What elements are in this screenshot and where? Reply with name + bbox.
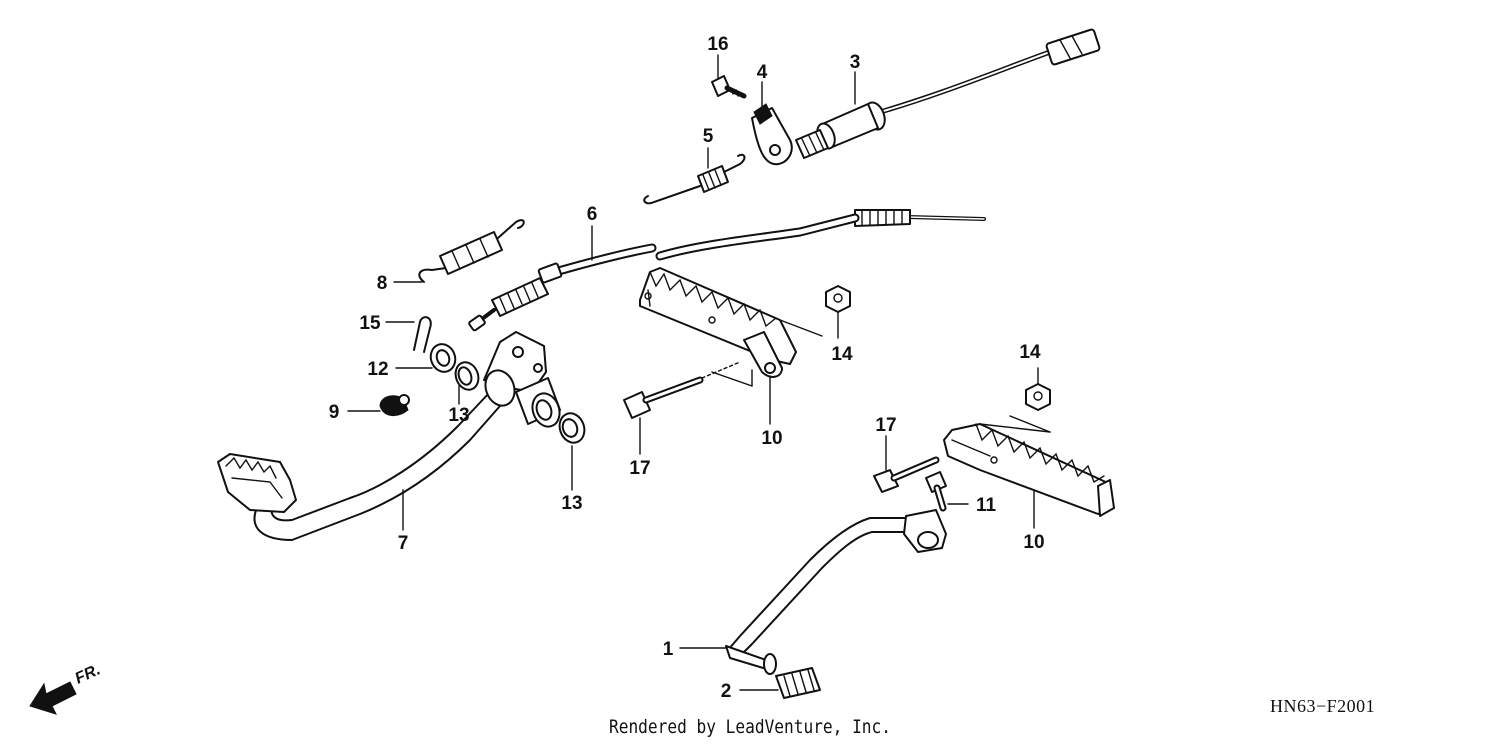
callout-17-left: 17 — [629, 458, 650, 479]
callout-8: 8 — [377, 273, 388, 294]
callout-14-left: 14 — [831, 344, 853, 365]
front-direction-arrow-icon: FR. — [29, 661, 104, 715]
cotter-pin-part-15 — [413, 316, 432, 353]
bolt-part-17-right — [873, 456, 940, 493]
shift-pedal-part-1 — [725, 509, 947, 675]
nut-part-14-left — [825, 285, 851, 313]
callout-7: 7 — [398, 533, 409, 554]
cap-part-9 — [379, 394, 410, 416]
leader-lines — [347, 54, 1039, 691]
callout-16: 16 — [707, 34, 728, 55]
switch-bracket-part-4 — [751, 103, 793, 166]
callout-10-right: 10 — [1023, 532, 1044, 553]
spring-part-5 — [643, 153, 746, 205]
callout-1: 1 — [663, 639, 674, 660]
shift-rubber-part-2 — [775, 667, 821, 699]
callout-14-right: 14 — [1019, 342, 1041, 363]
bolt-part-11 — [925, 471, 947, 512]
callout-2: 2 — [721, 681, 732, 702]
front-direction-label: FR. — [73, 661, 104, 687]
callout-12: 12 — [367, 359, 388, 380]
bolt-part-16 — [711, 75, 747, 99]
seal-part-13-upper — [454, 361, 480, 391]
callout-3: 3 — [850, 52, 861, 73]
callout-10-left: 10 — [761, 428, 782, 449]
callout-13-upper: 13 — [448, 405, 469, 426]
brake-pedal-part-7 — [217, 331, 561, 541]
diagram-code: HN63−F2001 — [1270, 696, 1376, 716]
brake-cable-part-6 — [468, 209, 986, 332]
callout-15: 15 — [359, 313, 381, 334]
spring-part-8 — [418, 219, 525, 283]
callout-6: 6 — [587, 204, 598, 225]
nut-part-14-right — [1025, 383, 1051, 411]
footpeg-part-10-right — [943, 415, 1115, 517]
callout-5: 5 — [703, 126, 714, 147]
callout-17-right: 17 — [875, 415, 896, 436]
washer-part-12 — [429, 343, 457, 373]
callout-13-lower: 13 — [561, 493, 582, 514]
callout-9: 9 — [329, 402, 340, 423]
callout-11: 11 — [976, 495, 997, 516]
brake-switch-part-3 — [795, 28, 1101, 159]
callouts: 16 4 3 5 6 8 15 12 9 13 13 7 14 10 17 14… — [329, 34, 1045, 702]
rendered-by-credit: Rendered by LeadVenture, Inc. — [609, 716, 891, 738]
callout-4: 4 — [757, 62, 768, 83]
seal-part-13-lower — [558, 412, 586, 444]
footpeg-part-10-left — [639, 267, 823, 387]
bolt-part-17-left — [623, 361, 741, 419]
